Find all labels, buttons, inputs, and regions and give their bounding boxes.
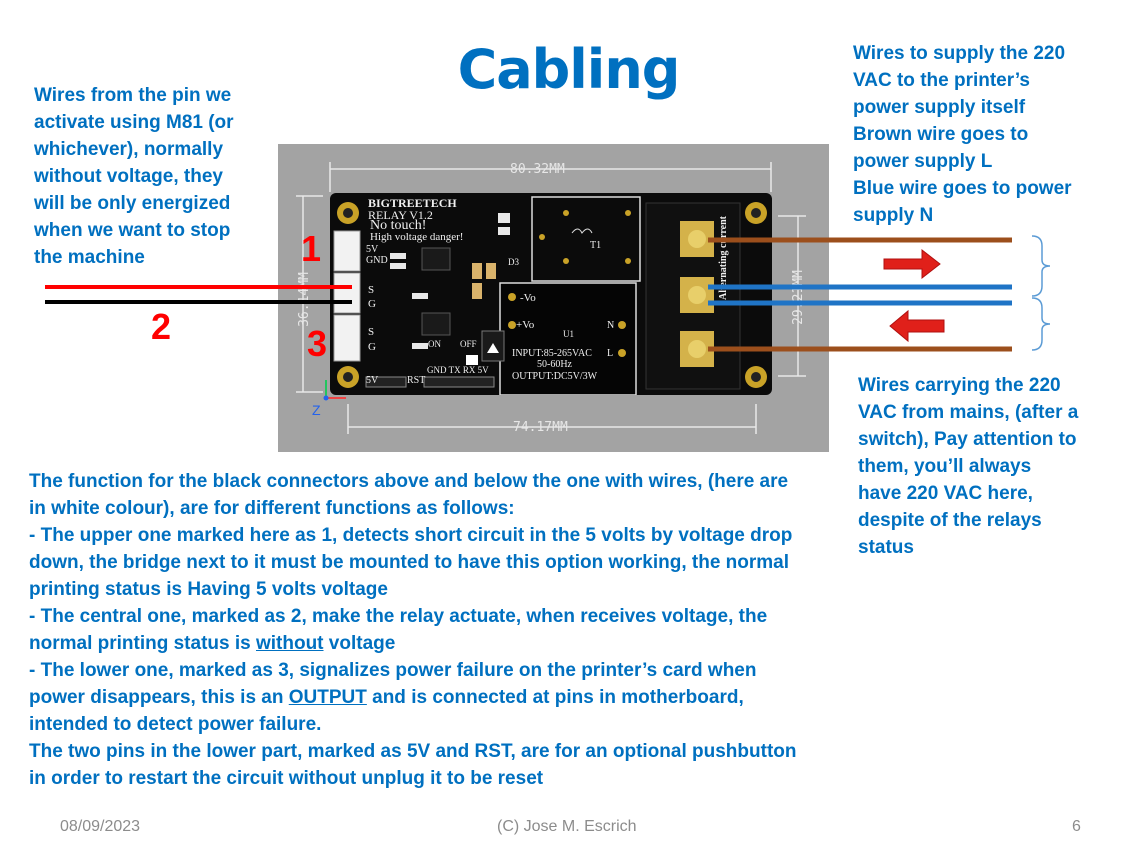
board-components — [333, 196, 767, 395]
underlined-word: without — [255, 633, 324, 654]
board-model: RELAY V1.2 — [368, 208, 433, 222]
transformer-label: T1 — [590, 240, 602, 251]
diode-d3-label: D3 — [508, 257, 519, 267]
note-line: status — [858, 537, 914, 558]
pin-g2-label: G — [368, 341, 376, 353]
psu-freq-label: 50-60Hz — [537, 359, 572, 370]
note-supply-wires: Wires to supply the 220 VAC to the print… — [853, 40, 1072, 229]
board-warning-2: High voltage danger! — [370, 231, 464, 243]
note-line: Blue wire goes to power — [853, 178, 1072, 199]
bottom-header-label: GND TX RX 5V — [427, 365, 489, 375]
note-line: whichever), normally — [34, 139, 224, 160]
function-description: The function for the black connectors ab… — [29, 468, 796, 792]
marker-3: 3 — [307, 323, 328, 364]
brace-mains — [1031, 297, 1051, 351]
note-line: without voltage, they — [34, 166, 223, 187]
pin-rst-label: RST — [407, 375, 426, 386]
marker-1: 1 — [301, 228, 322, 269]
psu-n-label: N — [607, 320, 615, 331]
note-line: switch), Pay attention to — [858, 429, 1077, 450]
note-control-wires: Wires from the pin we activate using M81… — [34, 82, 234, 271]
mounting-hole — [337, 202, 359, 224]
terminal-screw — [680, 277, 714, 313]
text-run: normal printing status is — [29, 633, 256, 654]
note-line: Brown wire goes to — [853, 124, 1029, 145]
note-mains-wires: Wires carrying the 220 VAC from mains, (… — [858, 372, 1078, 561]
psu-pos-label: +Vo — [516, 319, 535, 331]
slide-title: Cabling — [457, 38, 681, 101]
note-line: them, you’ll always — [858, 456, 1032, 477]
description-line: intended to detect power failure. — [29, 714, 322, 735]
pin-5v-label: 5V — [366, 375, 379, 386]
description-line: in order to restart the circuit without … — [29, 768, 544, 789]
board-brand: BIGTREETECH — [368, 196, 457, 210]
description-line: power disappears, this is an OUTPUT and … — [29, 684, 796, 711]
description-line: - The central one, marked as 2, make the… — [29, 606, 768, 627]
note-line: have 220 VAC here, — [858, 483, 1033, 504]
marker-2: 2 — [151, 306, 172, 347]
description-line: in white colour), are for different func… — [29, 498, 515, 519]
footer-date: 08/09/2023 — [60, 818, 141, 835]
psu-output-label: OUTPUT:DC5V/3W — [512, 371, 598, 382]
mounting-hole — [745, 366, 767, 388]
header-gnd-label: GND — [366, 255, 388, 266]
psu-l-label: L — [607, 348, 614, 359]
led-off-label: OFF — [460, 339, 477, 349]
note-line: Wires carrying the 220 — [858, 375, 1061, 396]
text-run: voltage — [323, 633, 396, 654]
note-line: power supply L — [853, 151, 993, 172]
description-line: The function for the black connectors ab… — [29, 471, 789, 492]
pin-s1-label: S — [368, 284, 375, 296]
description-line: down, the bridge next to it must be moun… — [29, 552, 790, 573]
description-line: normal printing status is without voltag… — [29, 630, 796, 657]
text-run: power disappears, this is an — [29, 687, 289, 708]
note-line: despite of the relays — [858, 510, 1042, 531]
psu-u1-label: U1 — [563, 329, 574, 339]
dimension-top-label: 80.32MM — [510, 162, 565, 177]
dimension-bottom-label: 74.17MM — [513, 420, 568, 435]
footer-author: (C) Jose M. Escrich — [497, 818, 637, 835]
note-line: the machine — [34, 247, 145, 268]
note-line: will be only energized — [34, 193, 231, 214]
description-line: - The upper one marked here as 1, detect… — [29, 525, 793, 546]
underlined-word: OUTPUT — [288, 687, 367, 708]
footer-page-number: 6 — [1072, 818, 1081, 835]
note-line: Wires from the pin we — [34, 85, 232, 106]
axis-z-label: Z — [312, 402, 321, 418]
note-line: activate using M81 (or — [34, 112, 234, 133]
description-line: The two pins in the lower part, marked a… — [29, 741, 797, 762]
board-warning-1: No touch! — [370, 218, 427, 233]
note-line: Wires to supply the 220 — [853, 43, 1066, 64]
note-line: VAC from mains, (after a — [858, 402, 1079, 423]
note-line: when we want to stop — [34, 220, 231, 241]
mounting-hole — [337, 366, 359, 388]
text-run: and is connected at pins in motherboard, — [366, 687, 744, 708]
arrow-right — [883, 248, 941, 280]
header-5v-label: 5V — [366, 244, 379, 255]
pin-g1-label: G — [368, 298, 376, 310]
note-line: VAC to the printer’s — [853, 70, 1030, 91]
description-line: - The lower one, marked as 3, signalizes… — [29, 660, 757, 681]
arrow-left — [889, 309, 945, 343]
led-on-label: ON — [428, 339, 441, 349]
board-dimension-lines — [296, 162, 806, 434]
description-line: printing status is Having 5 volts voltag… — [29, 579, 388, 600]
note-line: supply N — [853, 205, 934, 226]
mounting-hole — [745, 202, 767, 224]
brace-supply — [1031, 235, 1051, 297]
psu-neg-label: -Vo — [520, 292, 536, 304]
note-line: power supply itself — [853, 97, 1026, 118]
pin-s2-label: S — [368, 326, 375, 338]
psu-input-label: INPUT:85-265VAC — [512, 348, 592, 359]
